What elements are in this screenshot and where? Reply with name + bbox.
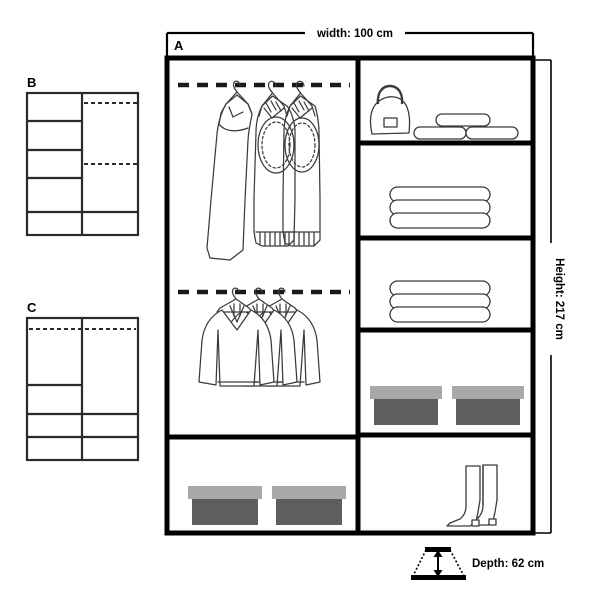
hanger-bar-2-right [271,92,288,117]
long-garments-group [206,80,321,261]
rolled-item-bottom-left [413,126,467,140]
long-garment-1-body [206,94,253,261]
boot-left-heel [471,519,480,527]
handbag-body [369,96,411,135]
rolled-item-bottom-right [465,126,519,140]
boot-right-heel [488,518,497,526]
jackets-group [198,287,321,387]
storage-box-left-2-body [276,499,342,525]
width-dimension-label: width: 100 cm [316,28,393,40]
left-bottom-boxes-group [188,486,346,525]
boots-group [446,464,498,527]
jacket-1-lapel [229,305,245,323]
depth-icon-arrow-head-down [433,570,443,577]
jacket-3-hook [277,287,286,300]
depth-icon-left-edge [412,549,427,577]
long-garment-2-oval-inner [261,121,291,169]
storage-box-right-1-lid [370,386,442,399]
accessories-group [369,84,519,140]
long-garment-3-oval-outer [284,117,320,173]
long-garment-3-oval-inner [288,122,316,168]
hanger-hook-1 [232,80,241,93]
depth-icon-bottom-bar [411,575,466,580]
storage-box-right-1 [370,386,442,425]
depth-dimension: Depth: 62 cm [411,547,544,580]
long-garment-3-yoke-hatching [293,100,310,113]
long-garment-3-hem-pleats [288,232,315,246]
rolled-items-group [413,113,519,140]
long-garment-2-oval-outer [257,116,295,174]
storage-box-right-2-lid [452,386,524,399]
depth-icon-top-bar [425,547,451,552]
long-garment-2-yoke-hatching [265,100,282,113]
rolled-item-top [435,113,491,127]
hanger-hook-2 [267,80,277,94]
long-garment-3 [282,80,321,247]
handbag-clasp [383,117,398,128]
long-garment-2 [253,80,296,247]
jacket-1-placket [233,303,241,317]
panel-c-unit [25,316,140,462]
long-garment-2-hem-pleats [259,232,286,246]
panel-letter-b: B [27,75,36,90]
storage-box-right-1-body [374,399,438,425]
storage-box-left-1-lid [188,486,262,499]
storage-box-left-2-lid [272,486,346,499]
long-garment-2-body [253,95,296,247]
folded-item-l3 [389,306,491,323]
handbag-handle [376,84,404,105]
jacket-1-body [198,309,275,387]
height-dimension: Height: 217 cm [531,59,565,534]
hanger-hook-3 [295,80,305,94]
storage-box-right-2-body [456,399,520,425]
boot-left [446,465,481,527]
panel-b-unit [25,91,140,237]
jacket-1 [198,287,275,387]
hanger-bar-3-right [299,92,316,117]
jacket-1-hook [231,287,240,300]
panel-letter-c: C [27,300,37,315]
boot-right [465,464,498,526]
long-garment-3-neck [291,107,313,119]
long-garment-1 [206,80,253,261]
long-garment-1-shoulderline [218,123,249,132]
folded-item-u3 [389,212,491,229]
folded-linens-lower [389,280,491,323]
long-garment-2-neck [263,107,285,119]
height-dimension-label: Height: 217 cm [553,258,565,340]
jacket-2-hook [254,287,263,300]
long-garment-1-collar [228,106,244,118]
width-dimension: width: 100 cm [165,28,535,57]
long-garment-3-body [282,95,321,247]
depth-dimension-label: Depth: 62 cm [472,558,544,570]
depth-icon-right-edge [449,549,465,577]
depth-icon-arrow-head-up [433,550,443,557]
main-wardrobe-unit [164,55,536,536]
storage-box-left-2 [272,486,346,525]
storage-box-right-2 [452,386,524,425]
right-shelf-boxes-group [370,386,524,425]
storage-box-left-1-body [192,499,258,525]
storage-box-left-1 [188,486,262,525]
folded-linens-upper [389,186,491,229]
handbag [369,84,411,135]
panel-letter-a: A [174,38,184,53]
